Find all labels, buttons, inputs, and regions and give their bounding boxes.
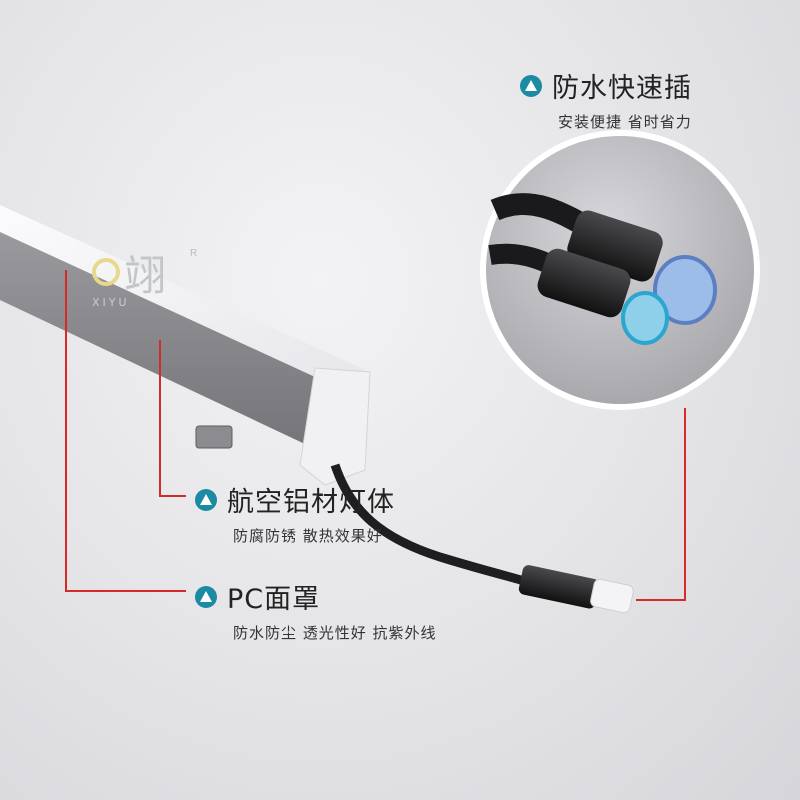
feature-aluminum-body: 航空铝材灯体 防腐防锈 散热效果好: [195, 480, 395, 546]
feature-subtitle: 防水防尘 透光性好 抗紫外线: [233, 624, 437, 642]
triangle-marker-icon: [195, 585, 217, 608]
feature-title: 防水快速插: [552, 73, 692, 104]
callout-lines: [65, 270, 686, 601]
triangle-marker-icon: [520, 74, 542, 97]
triangle-marker-icon: [195, 488, 217, 511]
feature-title: PC面罩: [227, 584, 321, 615]
feature-title: 航空铝材灯体: [227, 487, 395, 518]
feature-pc-cover: PC面罩 防水防尘 透光性好 抗紫外线: [195, 577, 437, 643]
cable-image: [330, 463, 634, 614]
feature-subtitle: 安装便捷 省时省力: [558, 113, 692, 131]
connector-detail-circle: [480, 130, 760, 410]
light-bar-image: [0, 205, 371, 486]
logo-mark: 翊: [124, 254, 166, 300]
feature-subtitle: 防腐防锈 散热效果好: [233, 527, 383, 545]
feature-waterproof-plug: 防水快速插 安装便捷 省时省力: [520, 66, 692, 132]
logo-text: XIYU: [92, 296, 130, 309]
sun-icon: [92, 258, 120, 286]
brand-logo: 翊 R: [84, 244, 214, 318]
registered-mark: R: [190, 248, 197, 259]
